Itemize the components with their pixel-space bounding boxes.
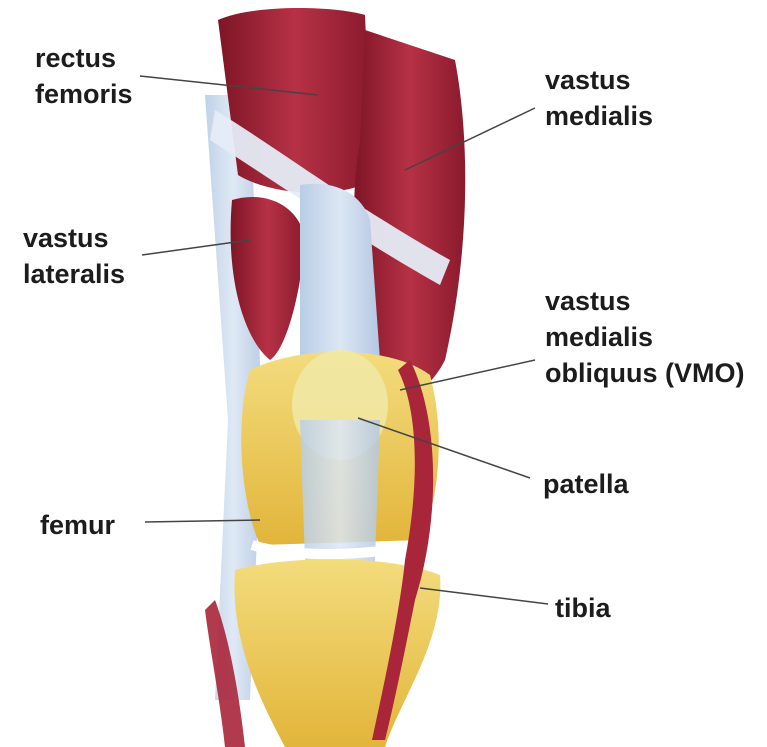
label-line: tibia — [555, 590, 611, 626]
label-line: medialis — [545, 98, 653, 134]
label-line: femoris — [35, 76, 133, 112]
label-patella: patella — [543, 466, 629, 502]
label-tibia: tibia — [555, 590, 611, 626]
label-vmo: vastus medialis obliquus (VMO) — [545, 283, 744, 391]
label-line: rectus — [35, 40, 133, 76]
label-femur: femur — [40, 507, 115, 543]
label-line: patella — [543, 466, 629, 502]
label-line: obliquus (VMO) — [545, 355, 744, 391]
label-line: vastus — [545, 62, 653, 98]
label-line: lateralis — [23, 256, 125, 292]
label-line: femur — [40, 507, 115, 543]
label-vastus-medialis: vastus medialis — [545, 62, 653, 134]
label-rectus-femoris: rectus femoris — [35, 40, 133, 112]
label-line: vastus — [23, 220, 125, 256]
label-line: vastus — [545, 283, 744, 319]
label-line: medialis — [545, 319, 744, 355]
label-vastus-lateralis: vastus lateralis — [23, 220, 125, 292]
